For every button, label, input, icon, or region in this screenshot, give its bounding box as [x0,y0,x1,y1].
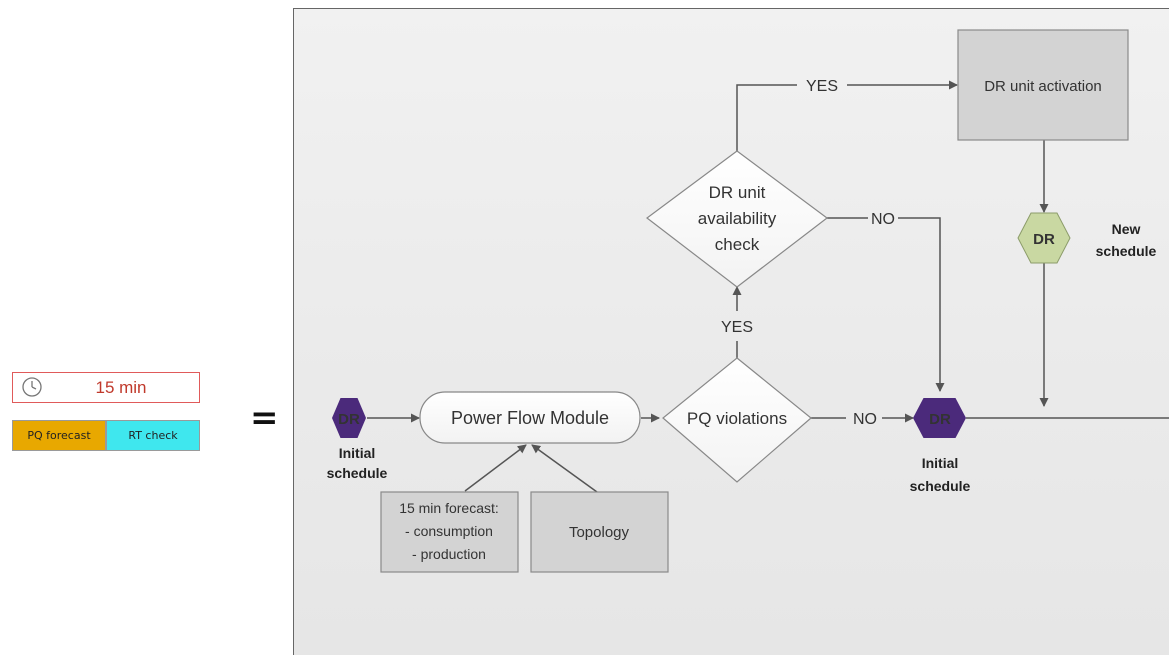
dr-unit-activation-label: DR unit activation [984,78,1102,95]
dr-label: DR [929,411,951,428]
dr-initial-hexagon [332,398,366,438]
timestep-legend: 15 min [12,372,200,403]
forecast-line1: 15 min forecast: [399,500,499,516]
forecast-box [380,491,519,573]
power-flow-module-label: Power Flow Module [451,408,609,428]
dr-new-schedule-hexagon [1017,212,1071,264]
dr-unit-activation-box [957,29,1129,141]
initial-schedule-left-line1: Initial [339,445,376,461]
arrow-topology-to-pfm [531,444,598,493]
timestep-label: 15 min [95,378,147,397]
rt-check-segment: RT check [106,420,200,451]
clock-icon [22,377,42,397]
forecast-line2: - consumption [405,523,493,539]
yes-label-pq: YES [721,319,753,336]
new-schedule-line1: New [1112,221,1141,237]
yes-label-check: YES [806,78,838,95]
arrow-no-to-dr [898,217,945,392]
equals-sign: = [250,398,279,438]
forecast-line3: - production [412,546,486,562]
pq-forecast-segment: PQ forecast [12,420,106,451]
dr-initial-right-hexagon [913,398,966,438]
dr-label: DR [1033,231,1055,248]
availability-check-line3: check [715,235,760,254]
initial-schedule-left-line2: schedule [327,465,388,481]
connectors [367,80,1169,493]
line-check-yes [736,84,797,151]
initial-schedule-right-line2: schedule [910,478,971,494]
initial-schedule-right-line1: Initial [922,455,959,471]
no-label-pq: NO [853,411,877,428]
availability-check-line1: DR unit [709,183,766,202]
pq-violations-diamond [662,357,812,483]
power-flow-module-box [419,391,641,444]
availability-check-line2: availability [698,209,777,228]
topology-label: Topology [569,524,630,541]
topology-box [530,491,669,573]
new-schedule-line2: schedule [1096,243,1157,259]
arrow-forecast-to-pfm [464,444,527,492]
availability-check-diamond [646,150,828,288]
phase-legend: PQ forecast RT check [12,420,200,451]
dr-label: DR [338,411,360,428]
no-label-check: NO [871,211,895,228]
pq-violations-label: PQ violations [687,409,787,428]
